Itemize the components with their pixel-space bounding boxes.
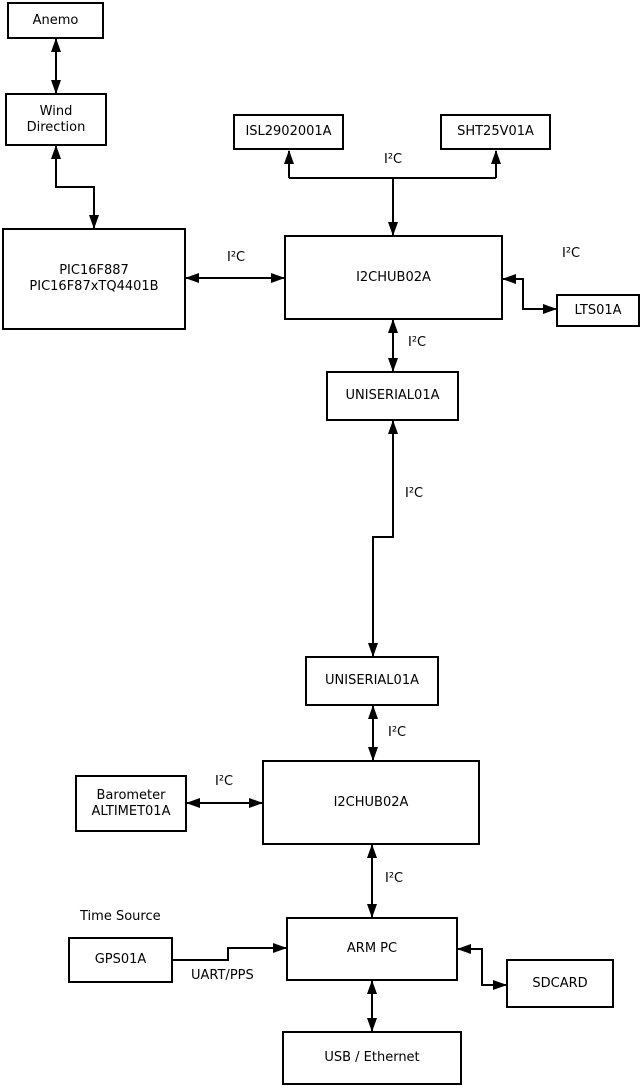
node-barometer-line2: ALTIMET01A bbox=[91, 803, 171, 819]
edge-label-i2c-pic-hub: I²C bbox=[227, 250, 246, 265]
node-uniserial01a-top-label: UNISERIAL01A bbox=[345, 388, 440, 403]
node-i2chub02a-bottom-label: I2CHUB02A bbox=[333, 794, 409, 810]
edge-uniserialtop-uniserialbottom bbox=[368, 420, 398, 657]
edge-label-i2c-uniserial-uniserial: I²C bbox=[405, 486, 424, 501]
node-barometer-line1: Barometer bbox=[96, 787, 166, 803]
node-usb-ethernet: USB / Ethernet bbox=[282, 1031, 462, 1085]
node-uniserial01a-bottom: UNISERIAL01A bbox=[305, 656, 439, 706]
node-wind-direction-line2: Direction bbox=[26, 119, 86, 135]
node-sdcard-label: SDCARD bbox=[532, 975, 588, 991]
node-gps01a: GPS01A bbox=[68, 937, 173, 983]
edge-label-i2c-lts: I²C bbox=[562, 246, 581, 261]
edge-winddirection-pic bbox=[51, 145, 99, 229]
node-gps01a-label: GPS01A bbox=[94, 952, 147, 967]
node-sht25v01a-label: SHT25V01A bbox=[457, 124, 534, 139]
node-uniserial01a-top: UNISERIAL01A bbox=[326, 371, 459, 421]
node-i2chub02a-top-label: I2CHUB02A bbox=[356, 269, 431, 285]
node-sdcard: SDCARD bbox=[506, 959, 614, 1008]
edge-armpc-sdcard bbox=[457, 944, 507, 990]
node-pic: PIC16F887 PIC16F87xTQ4401B bbox=[2, 228, 186, 330]
node-barometer: Barometer ALTIMET01A bbox=[75, 775, 187, 832]
edge-label-i2c-tee: I²C bbox=[384, 152, 403, 167]
node-wind-direction: Wind Direction bbox=[5, 93, 107, 146]
node-i2chub02a-bottom: I2CHUB02A bbox=[262, 760, 480, 845]
caption-time-source: Time Source bbox=[80, 909, 161, 924]
node-arm-pc-label: ARM PC bbox=[346, 941, 398, 956]
node-pic-line2: PIC16F87xTQ4401B bbox=[29, 279, 159, 294]
node-usb-ethernet-label: USB / Ethernet bbox=[324, 1050, 420, 1065]
node-uniserial01a-bottom-label: UNISERIAL01A bbox=[325, 673, 419, 688]
node-anemo: Anemo bbox=[7, 2, 104, 39]
edge-label-i2c-hub-uniserial: I²C bbox=[408, 335, 427, 350]
node-anemo-label: Anemo bbox=[32, 12, 79, 28]
node-arm-pc: ARM PC bbox=[286, 917, 458, 981]
edge-label-i2c-uniserial-hub2: I²C bbox=[388, 725, 407, 740]
edge-label-i2c-hub2-armpc: I²C bbox=[385, 871, 404, 886]
edge-label-i2c-barometer: I²C bbox=[215, 774, 234, 789]
edge-i2chubtop-lts bbox=[502, 274, 557, 314]
edge-gps-armpc bbox=[173, 943, 287, 961]
node-sht25v01a: SHT25V01A bbox=[440, 114, 551, 150]
node-isl2902001a: ISL2902001A bbox=[233, 114, 344, 150]
node-pic-line1: PIC16F887 bbox=[59, 263, 129, 278]
node-lts01a-label: LTS01A bbox=[574, 302, 622, 318]
node-wind-direction-line1: Wind bbox=[39, 103, 73, 119]
node-isl2902001a-label: ISL2902001A bbox=[245, 124, 332, 139]
node-i2chub02a-top: I2CHUB02A bbox=[284, 235, 503, 320]
node-lts01a: LTS01A bbox=[556, 294, 640, 327]
edge-label-uart-pps: UART/PPS bbox=[191, 968, 254, 983]
